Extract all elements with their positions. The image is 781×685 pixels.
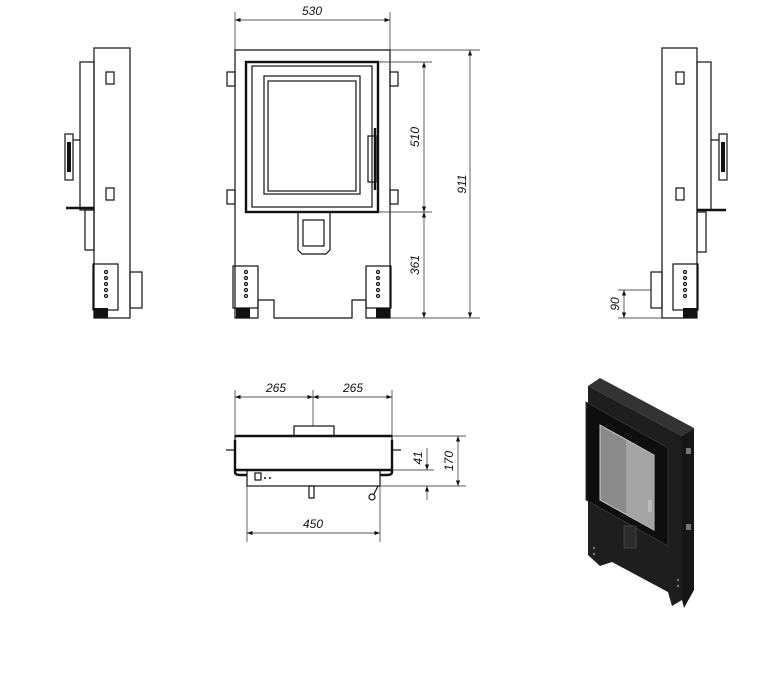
isometric-render xyxy=(585,378,694,608)
vent-holes xyxy=(243,269,381,299)
dimension-right-half: 265 xyxy=(342,381,363,395)
dimension-offset: 41 xyxy=(411,451,425,464)
dimension-width: 530 xyxy=(302,4,322,18)
vent-holes xyxy=(103,269,109,299)
dimension-total-height: 911 xyxy=(455,174,469,193)
dimension-bottom-width: 450 xyxy=(303,517,323,531)
right-side-view: 90 xyxy=(608,47,728,319)
dimension-base-height: 361 xyxy=(408,255,422,275)
dimension-left-half: 265 xyxy=(265,381,286,395)
dimension-depth: 170 xyxy=(442,451,456,471)
dimension-door-height: 510 xyxy=(408,127,422,147)
top-view: 265 265 450 170 41 xyxy=(226,381,466,542)
dimension-base-offset: 90 xyxy=(608,297,622,311)
left-side-view xyxy=(64,47,143,319)
front-view: 530 911 510 361 xyxy=(226,4,480,319)
vent-holes xyxy=(682,269,688,299)
